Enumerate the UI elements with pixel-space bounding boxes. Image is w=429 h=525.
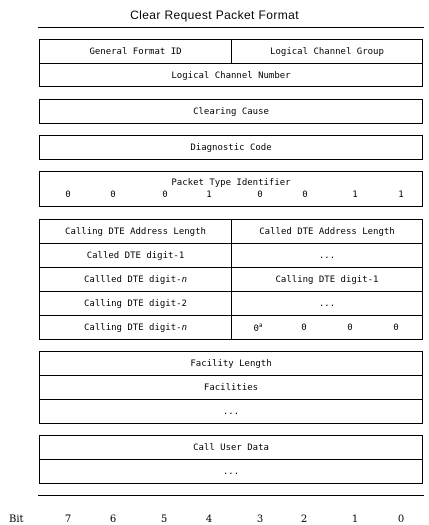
packet-type-bit: 1 bbox=[352, 190, 358, 200]
call-user-data-field: Call User Data bbox=[193, 443, 269, 453]
bit-number: 0 bbox=[397, 514, 405, 525]
header-row-2: Logical Channel Number bbox=[40, 63, 422, 87]
called-dte-address-length-field: Called DTE Address Length bbox=[259, 227, 395, 237]
calling-dte-digit-n-prefix: Calling DTE digit- bbox=[84, 323, 182, 333]
bit-number: 7 bbox=[64, 514, 72, 525]
top-rule bbox=[38, 27, 424, 28]
padding-bits-field: 0a 0 0 0 bbox=[232, 316, 422, 340]
ellipsis: ... bbox=[222, 467, 240, 477]
packet-type-bit: 0 bbox=[257, 190, 263, 200]
packet-type-bit: 1 bbox=[206, 190, 212, 200]
address-row-4: Calling DTE digit-2 ... bbox=[40, 291, 422, 316]
logical-channel-number-field: Logical Channel Number bbox=[171, 70, 291, 81]
bottom-rule bbox=[38, 495, 424, 496]
user-data-row-2: ... bbox=[40, 459, 422, 484]
diagnostic-code-block: Diagnostic Code bbox=[39, 135, 423, 160]
padding-bit: 0 bbox=[301, 323, 307, 333]
calling-dte-digit-2-field: Calling DTE digit-2 bbox=[40, 292, 232, 316]
padding-bit: 0 bbox=[347, 323, 353, 333]
facilities-field: Facilities bbox=[203, 383, 259, 393]
padding-bit: 0 bbox=[393, 323, 399, 333]
clearing-cause-block: Clearing Cause bbox=[39, 99, 423, 124]
calling-dte-digit-1-field: Calling DTE digit-1 bbox=[275, 275, 379, 285]
packet-type-bit: 0 bbox=[162, 190, 168, 200]
address-row-1: Calling DTE Address Length Called DTE Ad… bbox=[40, 220, 422, 244]
padding-footnote-marker: a bbox=[258, 322, 263, 329]
packet-type-bits: 0 0 0 1 0 0 1 1 bbox=[40, 190, 422, 200]
header-block: General Format ID Logical Channel Group … bbox=[39, 39, 423, 87]
ellipsis: ... bbox=[318, 251, 336, 261]
bit-number: 3 bbox=[256, 514, 264, 525]
address-block: Calling DTE Address Length Called DTE Ad… bbox=[39, 219, 423, 340]
facility-row-1: Facility Length bbox=[40, 352, 422, 376]
bit-number: 2 bbox=[300, 514, 308, 525]
facility-block: Facility Length Facilities ... bbox=[39, 351, 423, 424]
address-row-2: Called DTE digit-1 ... bbox=[40, 243, 422, 268]
ellipsis: ... bbox=[222, 407, 240, 417]
address-row-3: Callled DTE digit-n Calling DTE digit-1 bbox=[40, 267, 422, 292]
diagram-title: Clear Request Packet Format bbox=[130, 8, 299, 22]
diagnostic-code-field: Diagnostic Code bbox=[190, 142, 272, 153]
bit-number: 1 bbox=[351, 514, 359, 525]
general-format-id-field: General Format ID bbox=[40, 40, 232, 64]
logical-channel-group-field: Logical Channel Group bbox=[270, 47, 384, 57]
user-data-row-1: Call User Data bbox=[40, 436, 422, 460]
clearing-cause-field: Clearing Cause bbox=[193, 106, 269, 117]
packet-type-bit: 0 bbox=[302, 190, 308, 200]
calling-dte-address-length-field: Calling DTE Address Length bbox=[40, 220, 232, 244]
calling-dte-digit-n-field: Calling DTE digit-n bbox=[40, 316, 232, 340]
called-dte-digit-n-var: n bbox=[181, 275, 187, 285]
packet-type-bit: 0 bbox=[110, 190, 116, 200]
user-data-block: Call User Data ... bbox=[39, 435, 423, 484]
called-dte-digit-1-field: Called DTE digit-1 bbox=[40, 244, 232, 268]
header-row-1: General Format ID Logical Channel Group bbox=[40, 40, 422, 64]
packet-type-bit: 0 bbox=[65, 190, 71, 200]
padding-bit: 0a bbox=[253, 322, 263, 334]
packet-type-label: Packet Type Identifier bbox=[171, 178, 291, 188]
bit-axis-label: Bit bbox=[9, 514, 24, 525]
ellipsis: ... bbox=[318, 299, 336, 309]
address-row-5: Calling DTE digit-n 0a 0 0 0 bbox=[40, 315, 422, 340]
facility-row-3: ... bbox=[40, 399, 422, 424]
bit-number: 6 bbox=[109, 514, 117, 525]
packet-type-block: Packet Type Identifier 0 0 0 1 0 0 1 1 bbox=[39, 171, 423, 207]
called-dte-digit-n-field: Callled DTE digit-n bbox=[40, 268, 232, 292]
facility-row-2: Facilities bbox=[40, 375, 422, 400]
facility-length-field: Facility Length bbox=[190, 359, 272, 369]
calling-dte-digit-n-var: n bbox=[181, 323, 187, 333]
packet-type-bit: 1 bbox=[398, 190, 404, 200]
called-dte-digit-n-prefix: Callled DTE digit- bbox=[84, 275, 182, 285]
bit-number: 5 bbox=[160, 514, 168, 525]
bit-number: 4 bbox=[205, 514, 213, 525]
